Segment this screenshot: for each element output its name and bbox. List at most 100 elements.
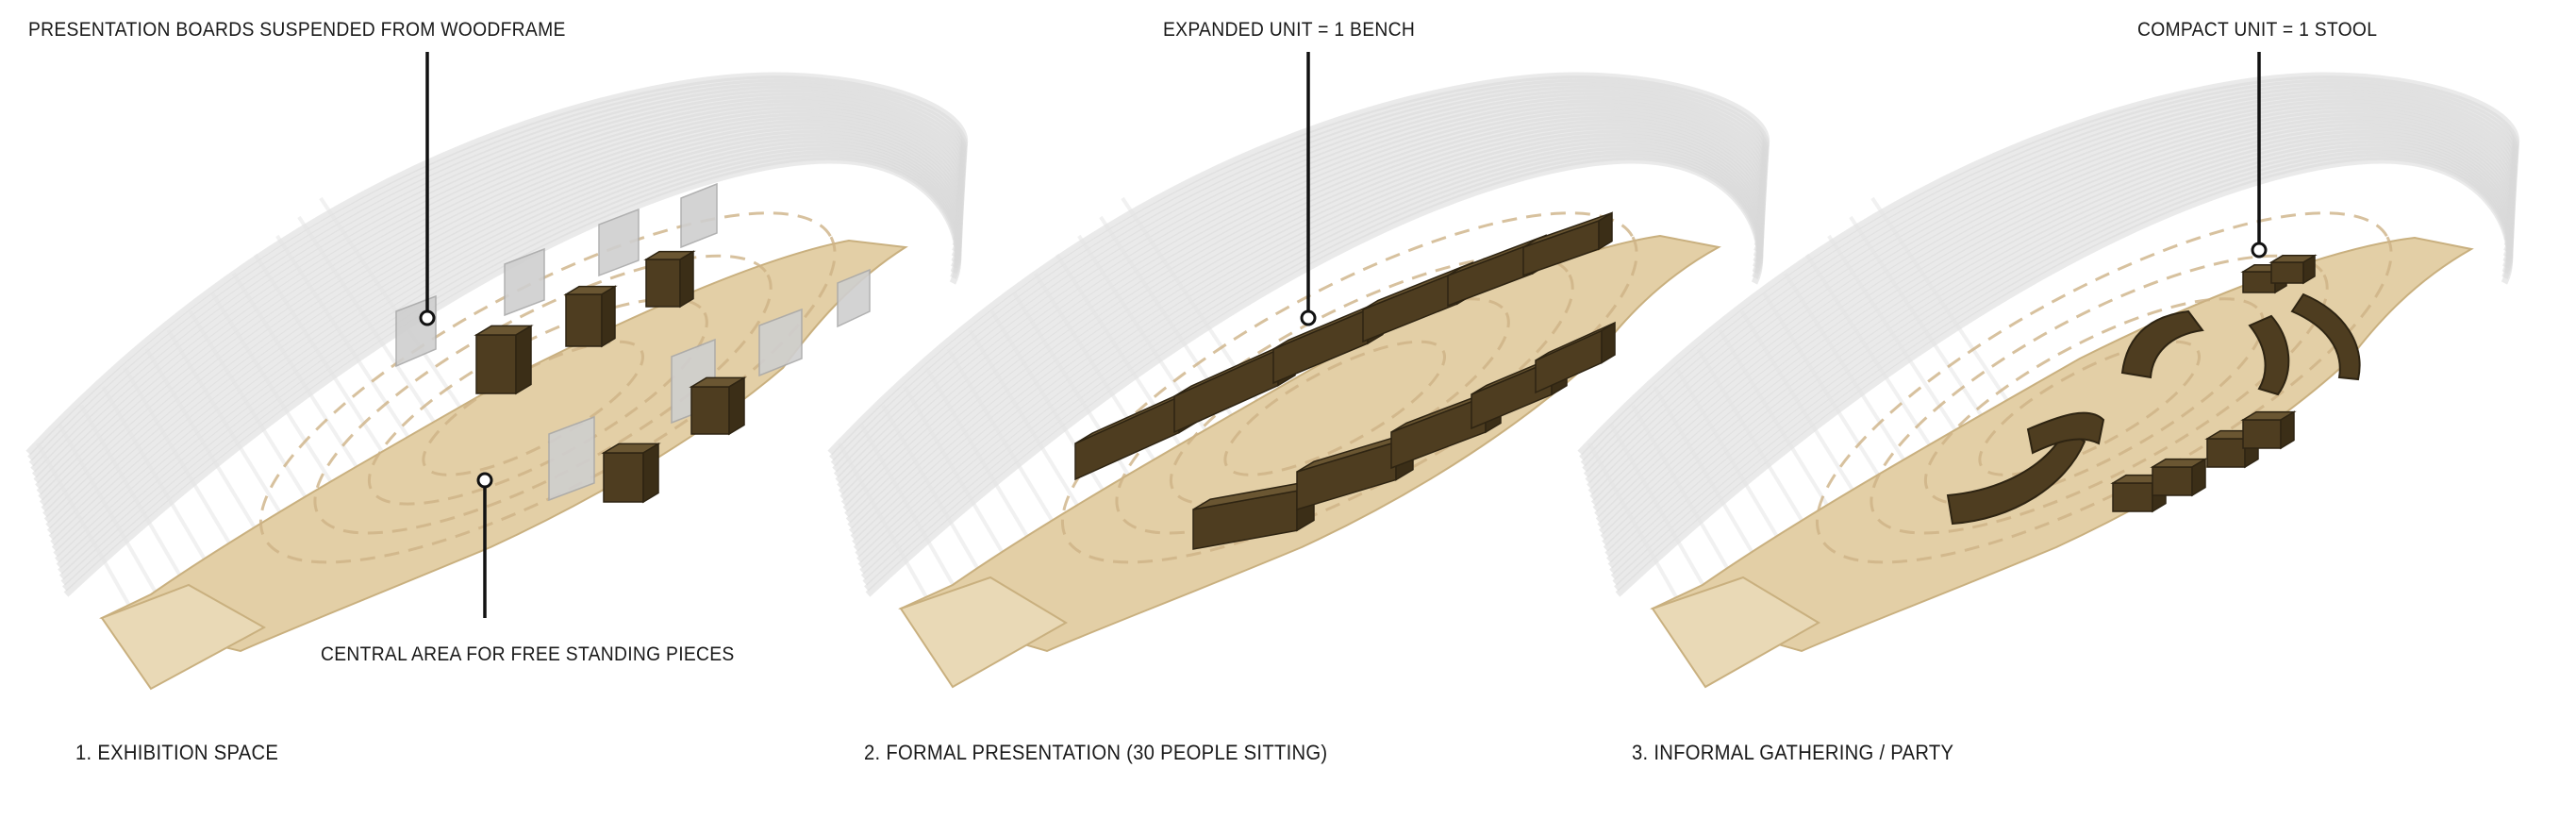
annotation-stool: COMPACT UNIT = 1 STOOL — [2137, 19, 2378, 41]
presentation-board — [598, 208, 640, 277]
annotation-bench: EXPANDED UNIT = 1 BENCH — [1163, 19, 1416, 41]
canopy-rib — [865, 157, 1764, 597]
wood-rib-canopy — [1577, 72, 2519, 661]
floor-ring — [1223, 340, 1446, 476]
canopy-rib — [1615, 157, 2514, 597]
canopy-rib — [31, 85, 967, 478]
stool-unit — [474, 325, 534, 395]
bench-row-front — [1192, 321, 1616, 550]
canopy-slat — [254, 253, 402, 480]
stool-unit — [689, 376, 747, 436]
entry-ramp — [100, 583, 267, 691]
canopy-rib — [1582, 82, 2518, 473]
curved-bench — [2120, 309, 2204, 379]
block-front-face — [2242, 271, 2276, 293]
canopy-rib — [832, 82, 1769, 473]
block-side-face — [679, 250, 694, 309]
canopy-slat — [1805, 253, 1953, 480]
floor-deck — [898, 234, 1721, 653]
canopy-slat — [275, 234, 425, 462]
block-side-face — [601, 285, 616, 348]
presentation-board — [837, 268, 871, 328]
presentation-board — [504, 247, 545, 317]
floor-ring — [1978, 340, 2201, 476]
canopy-rib — [30, 82, 967, 473]
presentation-board — [548, 415, 595, 502]
canopy-rib — [1579, 75, 2519, 461]
block-side-face — [2302, 254, 2316, 285]
block-front-face — [2152, 466, 2193, 496]
block-front-face — [603, 452, 644, 503]
stool-unit — [643, 250, 696, 309]
stool-unit — [2240, 410, 2297, 450]
canopy-rib — [1583, 85, 2518, 478]
block-side-face — [1601, 321, 1616, 364]
canopy-slat — [297, 215, 450, 444]
canopy-slat — [1870, 196, 2025, 426]
panel-formal — [827, 52, 1770, 689]
presentation-board — [680, 182, 718, 249]
stool-unit — [601, 443, 661, 504]
block-front-face — [2270, 261, 2304, 284]
panel-informal — [1577, 52, 2519, 689]
canopy-rib — [25, 72, 968, 456]
canopy-rib — [63, 157, 962, 597]
canopy-rib — [28, 78, 968, 467]
floor-ring — [1923, 297, 2265, 506]
canopy-slat — [1827, 234, 1977, 462]
entry-ramp — [899, 576, 1068, 689]
canopy-rib — [1580, 78, 2519, 467]
curved-bench — [2290, 292, 2361, 381]
wood-rib-canopy — [25, 72, 968, 661]
canopy-slat — [232, 272, 378, 498]
leader-dot-boards — [419, 309, 436, 326]
bench-row-back — [1074, 211, 1613, 481]
bench-unit — [1535, 321, 1616, 394]
canopy-slat — [209, 291, 354, 517]
block-side-face — [728, 376, 745, 436]
canopy-slat — [1055, 253, 1204, 480]
stool-unit — [2150, 458, 2208, 497]
canopy-rib — [1577, 72, 2519, 456]
block-front-face — [690, 386, 730, 435]
stool-unit — [2269, 254, 2318, 285]
stool-unit — [563, 285, 618, 348]
entry-ramp — [1651, 576, 1820, 689]
annotation-boards: PRESENTATION BOARDS SUSPENDED FROM WOODF… — [28, 19, 566, 41]
curved-bench-arcs — [1946, 292, 2361, 526]
block-front-face — [2242, 419, 2282, 449]
annotation-central: CENTRAL AREA FOR FREE STANDING PIECES — [321, 643, 735, 665]
caption-formal: 2. FORMAL PRESENTATION (30 PEOPLE SITTIN… — [864, 741, 1328, 764]
canopy-slat — [1849, 215, 2002, 444]
presentation-board — [758, 308, 803, 377]
caption-exhibition: 1. EXHIBITION SPACE — [75, 741, 279, 764]
block-side-face — [2280, 410, 2295, 450]
block-side-face — [2191, 458, 2206, 497]
wood-rib-canopy — [827, 72, 1770, 661]
canopy-rib — [827, 72, 1770, 456]
block-front-face — [2206, 438, 2246, 468]
canopy-rib — [27, 75, 968, 461]
panel-exhibition — [25, 52, 968, 691]
bench-unit — [1522, 211, 1613, 277]
block-side-face — [1598, 211, 1613, 251]
presentation-boards — [395, 182, 871, 502]
leader-dot-bench — [1300, 309, 1317, 326]
leader-dot-central — [476, 472, 493, 489]
canopy-rib — [829, 75, 1770, 461]
canopy-rib — [830, 78, 1770, 467]
block-side-face — [642, 443, 659, 504]
block-front-face — [645, 259, 681, 308]
block-side-face — [515, 325, 532, 395]
leader-dot-stool — [2251, 242, 2268, 259]
curved-bench — [2026, 411, 2105, 455]
block-front-face — [475, 334, 517, 394]
block-front-face — [565, 293, 603, 347]
curved-bench — [2248, 314, 2290, 396]
stool-clusters — [2110, 254, 2318, 513]
canopy-rib — [833, 85, 1769, 478]
caption-informal: 3. INFORMAL GATHERING / PARTY — [1632, 741, 1954, 764]
canopy-slat — [1077, 234, 1227, 462]
